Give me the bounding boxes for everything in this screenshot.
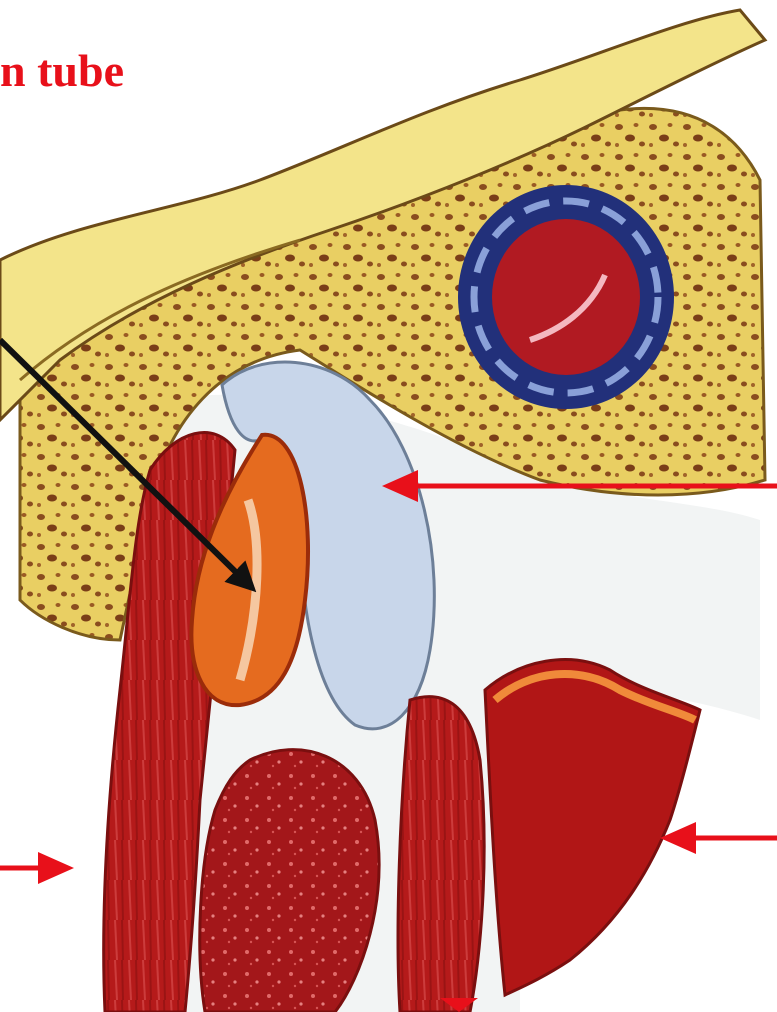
callout-arrow-left [0,852,74,884]
muscle-column-right [398,697,484,1012]
vessel-lumen [492,219,640,375]
speckled-mass [200,750,379,1012]
tube-label: n tube [0,48,124,94]
callout-arrow-right-lower [660,822,777,854]
